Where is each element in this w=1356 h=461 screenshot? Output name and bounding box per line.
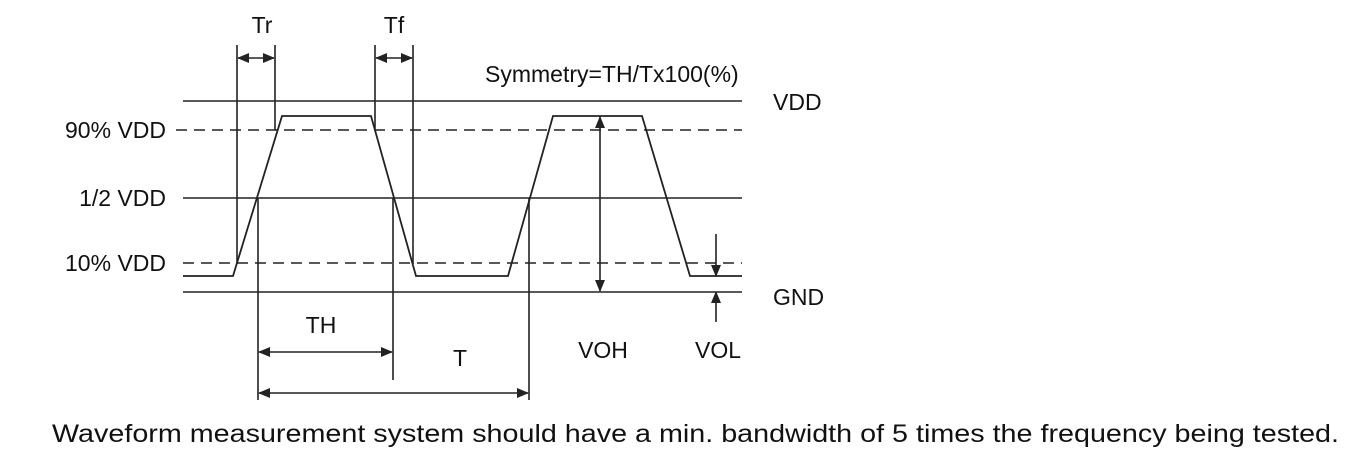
vdd-label: VDD [773, 89, 822, 115]
voh-label: VOH [578, 337, 628, 363]
waveform-trace [183, 115, 742, 277]
ninety-percent-label: 90% VDD [65, 117, 166, 143]
rise-time-label: Tr [252, 12, 273, 38]
fall-time-label: Tf [384, 12, 405, 38]
gnd-label: GND [773, 284, 824, 310]
period-label: T [453, 345, 467, 371]
half-vdd-label: 1/2 VDD [79, 185, 166, 211]
high-time-label: TH [306, 312, 337, 338]
vol-label: VOL [695, 337, 741, 363]
symmetry-formula-label: Symmetry=TH/Tx100(%) [485, 61, 739, 87]
ten-percent-label: 10% VDD [65, 250, 166, 276]
measurement-note: Waveform measurement system should have … [52, 420, 1339, 448]
